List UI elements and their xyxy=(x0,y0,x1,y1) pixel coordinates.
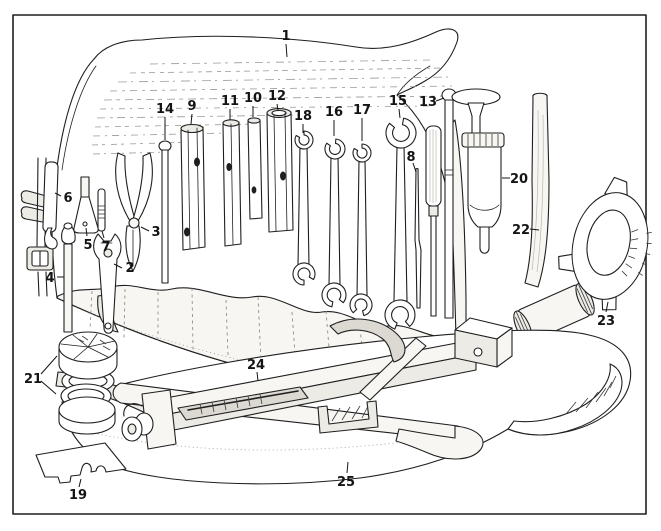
svg-text:19: 19 xyxy=(69,488,87,503)
svg-text:21: 21 xyxy=(24,372,42,387)
tin-lid-pattern xyxy=(60,333,116,360)
svg-text:20: 20 xyxy=(510,172,528,187)
svg-text:13: 13 xyxy=(419,95,437,110)
tins-and-spring xyxy=(58,331,118,435)
svg-text:25: 25 xyxy=(337,475,355,490)
roll-shading xyxy=(91,59,453,155)
mallet xyxy=(513,92,595,344)
svg-text:1: 1 xyxy=(281,29,290,44)
ring-spanner xyxy=(558,176,652,311)
svg-text:6: 6 xyxy=(63,191,72,206)
svg-text:8: 8 xyxy=(406,150,415,165)
svg-text:17: 17 xyxy=(353,103,371,118)
part-label-3: 3 xyxy=(140,225,161,240)
knobbed-rod-tool xyxy=(61,222,76,333)
part-label-7: 7 xyxy=(101,230,111,255)
pin-punch xyxy=(414,167,422,309)
svg-text:4: 4 xyxy=(45,271,54,286)
part-label-8: 8 xyxy=(406,150,417,173)
part-label-24: 24 xyxy=(247,358,265,382)
part-label-5: 5 xyxy=(83,227,93,253)
svg-text:14: 14 xyxy=(156,102,174,117)
part-label-12: 12 xyxy=(268,89,286,111)
box-spanner-large xyxy=(180,123,206,251)
part-label-19: 19 xyxy=(69,478,87,503)
svg-text:12: 12 xyxy=(268,89,286,104)
jack xyxy=(112,317,513,460)
notched-plate xyxy=(35,442,127,484)
part-label-25: 25 xyxy=(337,461,355,490)
svg-text:15: 15 xyxy=(389,94,407,109)
part-label-17: 17 xyxy=(353,103,371,141)
part-label-4: 4 xyxy=(45,271,64,286)
svg-text:23: 23 xyxy=(597,314,615,329)
svg-text:3: 3 xyxy=(151,225,160,240)
adjustable-wrench xyxy=(93,233,122,334)
pliers xyxy=(115,152,153,272)
ball-end-rod xyxy=(441,88,457,319)
part-label-14: 14 xyxy=(156,102,174,140)
part-label-2: 2 xyxy=(113,261,135,276)
part-label-10: 10 xyxy=(244,91,262,117)
knurled-pin xyxy=(97,188,106,232)
svg-text:10: 10 xyxy=(244,91,262,106)
tool-bag-sheet xyxy=(55,329,632,485)
svg-text:2: 2 xyxy=(125,261,134,276)
open-end-spanner-16 xyxy=(321,138,347,308)
part-label-11: 11 xyxy=(221,94,239,120)
open-end-spanner-18 xyxy=(292,130,316,286)
part-label-15: 15 xyxy=(389,94,407,119)
grease-gun xyxy=(451,88,505,254)
jack-head xyxy=(454,317,513,368)
svg-text:24: 24 xyxy=(247,358,265,373)
roll-buckle xyxy=(26,157,54,297)
svg-text:5: 5 xyxy=(83,238,92,253)
sheet-fold-shading xyxy=(565,375,617,415)
jack-strap-loop xyxy=(329,318,406,363)
svg-text:22: 22 xyxy=(512,223,530,238)
part-label-16: 16 xyxy=(325,105,343,136)
svg-text:7: 7 xyxy=(101,240,110,255)
jack-crank xyxy=(121,389,177,450)
open-end-spanner-15 xyxy=(384,117,417,330)
svg-text:9: 9 xyxy=(187,99,196,114)
box-spanner-medium xyxy=(222,119,242,247)
part-label-9: 9 xyxy=(187,99,197,125)
part-label-20: 20 xyxy=(502,172,528,187)
part-label-18: 18 xyxy=(294,109,312,133)
lever-hook-tool xyxy=(42,161,59,250)
part-label-13: 13 xyxy=(419,95,445,110)
part-labels: 1 2 3 4 5 6 7 8 9 10 11 12 13 14 15 xyxy=(24,29,615,503)
part-label-1: 1 xyxy=(281,29,291,58)
svg-text:16: 16 xyxy=(325,105,343,120)
tommy-bar xyxy=(158,140,172,284)
part-label-21: 21 xyxy=(24,355,58,395)
box-spanner-small xyxy=(247,117,263,220)
open-end-spanner-17 xyxy=(349,143,373,317)
part-label-23: 23 xyxy=(597,301,615,329)
screwdriver xyxy=(425,125,442,317)
svg-text:18: 18 xyxy=(294,109,312,124)
part-label-6: 6 xyxy=(54,191,73,206)
box-spanner-wide xyxy=(266,108,294,233)
part-label-22: 22 xyxy=(512,223,540,238)
svg-text:11: 11 xyxy=(221,94,239,109)
